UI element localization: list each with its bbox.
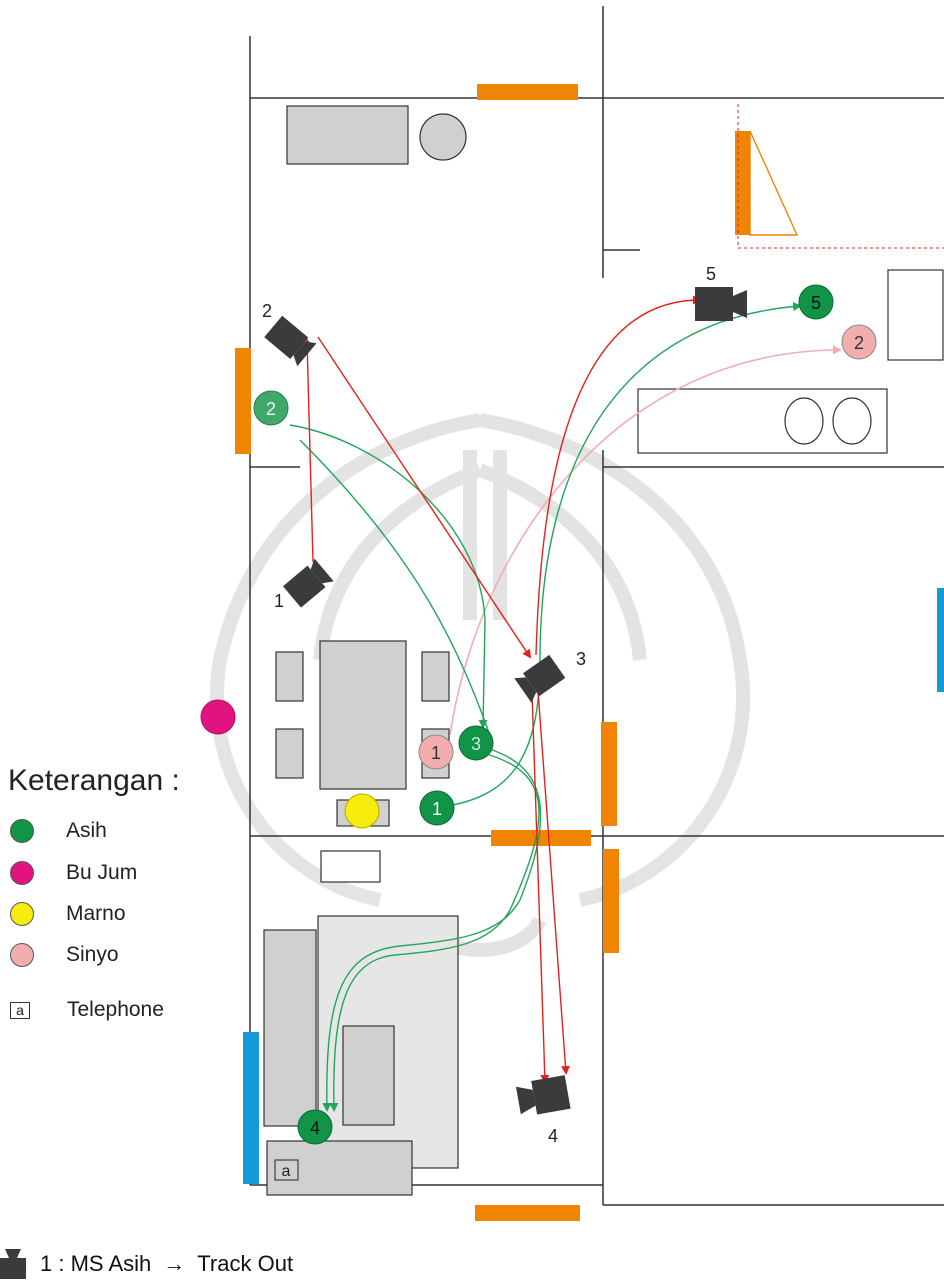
caption-shot: MS Asih	[70, 1251, 152, 1276]
svg-text:5: 5	[811, 293, 821, 313]
svg-text:2: 2	[854, 333, 864, 353]
camera-2-label: 2	[262, 301, 272, 321]
camera-4-label: 4	[548, 1126, 558, 1146]
telephone-legend-mark: a	[10, 1001, 30, 1019]
marno-swatch-icon	[10, 902, 34, 926]
sinyo-movement-path	[449, 345, 842, 736]
camera-icon	[0, 1249, 26, 1279]
svg-text:4: 4	[310, 1118, 320, 1138]
camera-5-icon	[695, 287, 747, 321]
camera-movement-paths	[302, 295, 702, 1084]
shot-caption: 1 : MS Asih → Track Out	[0, 1244, 293, 1284]
bu-jum-swatch-icon	[10, 861, 34, 885]
door-swing	[749, 130, 799, 236]
legend-label: Telephone	[67, 998, 164, 1021]
svg-text:3: 3	[471, 734, 481, 754]
legend-item-asih: Asih	[8, 818, 107, 844]
asih-marker-1: 1	[419, 790, 455, 826]
asih-marker-4: 4	[297, 1109, 333, 1145]
svg-text:1: 1	[431, 743, 441, 763]
furniture	[263, 105, 944, 1196]
camera-4-icon	[515, 1075, 571, 1115]
legend-label: Sinyo	[66, 943, 119, 966]
svg-text:1: 1	[432, 799, 442, 819]
svg-text:2: 2	[266, 399, 276, 419]
telephone-mark: a	[282, 1163, 291, 1180]
camera-2-icon	[264, 315, 317, 367]
caption-movement: Track Out	[197, 1251, 294, 1276]
door-swing-dashed	[737, 104, 944, 249]
sinyo-marker-2: 2	[841, 324, 877, 360]
camera-5-label: 5	[706, 264, 716, 284]
caption-camera-number: 1	[40, 1251, 53, 1276]
sinyo-marker-1: 1	[418, 734, 454, 770]
camera-1-label: 1	[274, 591, 284, 611]
asih-marker-5: 5	[798, 284, 834, 320]
legend-item-bu-jum: Bu Jum	[8, 860, 137, 886]
sinyo-swatch-icon	[10, 943, 34, 967]
camera-3-label: 3	[576, 649, 586, 669]
legend-item-marno: Marno	[8, 901, 126, 927]
bu-jum-marker	[200, 699, 236, 735]
marno-marker	[344, 793, 380, 829]
asih-marker-3: 3	[458, 725, 494, 761]
asih-swatch-icon	[10, 819, 34, 843]
telephone-mark-box	[274, 1159, 299, 1181]
windows	[243, 588, 944, 1184]
legend-item-telephone: a Telephone	[8, 997, 164, 1023]
legend-item-sinyo: Sinyo	[8, 942, 119, 968]
caption-separator: :	[52, 1251, 71, 1276]
walls	[249, 6, 944, 1206]
legend-label: Bu Jum	[66, 861, 138, 884]
doors	[235, 84, 750, 1221]
legend-label: Marno	[66, 902, 126, 925]
camera-1-icon	[282, 558, 334, 608]
arrow-right-icon: →	[163, 1251, 186, 1276]
camera-3-icon	[514, 654, 566, 703]
legend-label: Asih	[66, 819, 107, 842]
asih-marker-2: 2	[253, 390, 289, 426]
legend-title: Keterangan :	[8, 764, 180, 797]
watermark-emblem	[209, 413, 751, 957]
